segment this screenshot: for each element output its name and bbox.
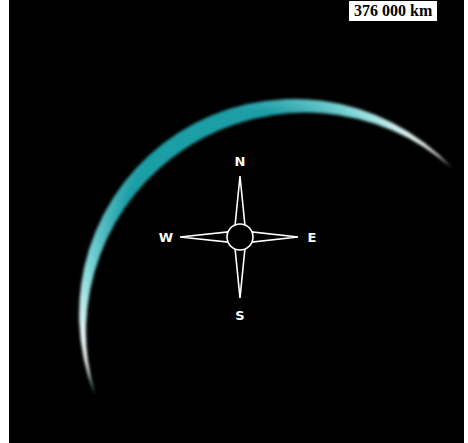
compass-direction: S [235,308,244,323]
compass-direction: W [159,230,173,245]
space-background [9,0,464,443]
compass-direction: N [235,154,246,169]
crescent [79,99,452,395]
scale-label: 376 000 km [348,0,438,22]
compass-rose [180,176,298,298]
compass-direction: E [308,230,317,245]
